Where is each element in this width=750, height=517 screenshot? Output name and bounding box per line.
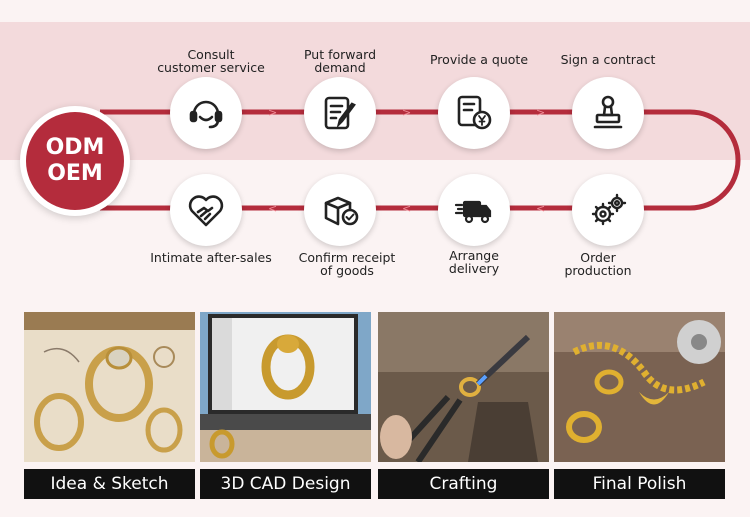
label-production: Order production bbox=[564, 250, 632, 278]
caption-idea-sketch: Idea & Sketch bbox=[24, 469, 195, 499]
step-production-node bbox=[572, 174, 644, 246]
caption-crafting: Crafting bbox=[378, 469, 549, 499]
headset-icon bbox=[189, 100, 223, 129]
heart-handshake-icon bbox=[188, 195, 224, 227]
stamp-icon bbox=[593, 95, 623, 129]
step-demand-node bbox=[304, 77, 376, 149]
label-receipt: Confirm receipt of goods bbox=[298, 250, 396, 278]
step-after-sales-node bbox=[170, 174, 242, 246]
photo-idea-sketch bbox=[24, 312, 195, 462]
label-delivery: Arrange delivery bbox=[448, 248, 500, 276]
step-receipt-node bbox=[304, 174, 376, 246]
photo-final-polish bbox=[554, 312, 725, 462]
arrow-left: < bbox=[402, 202, 411, 215]
step-contract-node bbox=[572, 77, 644, 149]
invoice-yen-icon bbox=[457, 95, 492, 130]
arrow-left: < bbox=[536, 202, 545, 215]
label-demand: Put forward demand bbox=[303, 47, 377, 75]
arrow-right: > bbox=[536, 106, 545, 119]
badge-line1: ODM bbox=[45, 135, 105, 160]
caption-3d-cad: 3D CAD Design bbox=[200, 469, 371, 499]
arrow-right: > bbox=[268, 106, 277, 119]
gears-icon bbox=[591, 193, 627, 226]
arrow-left: < bbox=[268, 202, 277, 215]
photo-crafting bbox=[378, 312, 549, 462]
document-edit-icon bbox=[324, 96, 356, 130]
step-consult-node bbox=[170, 77, 242, 149]
step-delivery-node bbox=[438, 174, 510, 246]
odm-oem-badge: ODM OEM bbox=[20, 106, 130, 216]
step-quote-node bbox=[438, 77, 510, 149]
delivery-truck-icon bbox=[454, 200, 492, 224]
label-after-sales: Intimate after-sales bbox=[150, 250, 272, 265]
arrow-right: > bbox=[402, 106, 411, 119]
photo-3d-cad bbox=[200, 312, 371, 462]
box-check-icon bbox=[324, 196, 359, 226]
label-quote: Provide a quote bbox=[429, 52, 529, 67]
caption-final-polish: Final Polish bbox=[554, 469, 725, 499]
badge-line2: OEM bbox=[47, 161, 103, 186]
label-consult: Consult customer service bbox=[157, 47, 265, 75]
label-contract: Sign a contract bbox=[560, 52, 656, 67]
